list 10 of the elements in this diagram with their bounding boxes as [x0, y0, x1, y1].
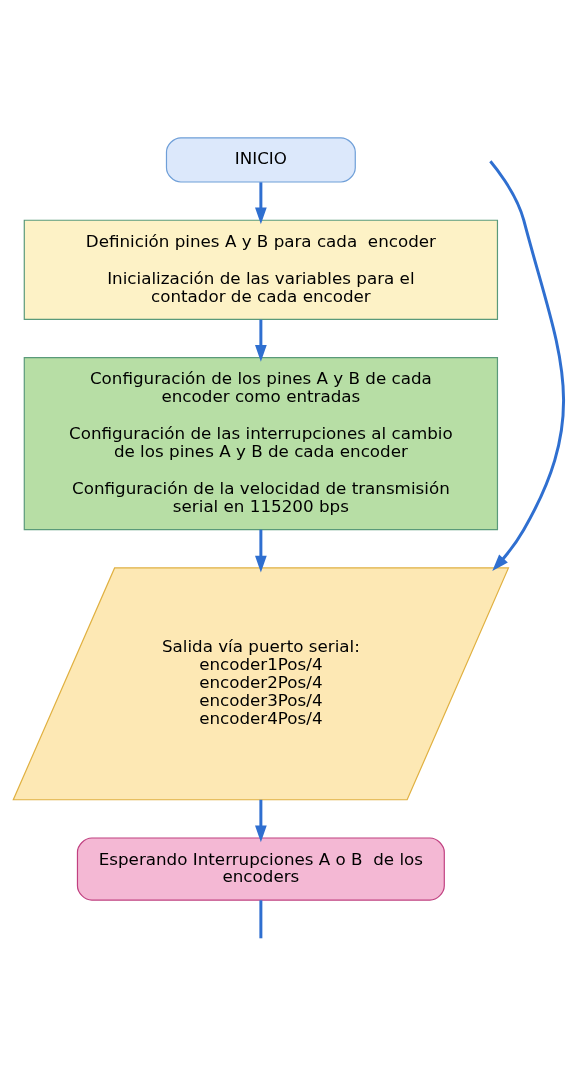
arrow: [255, 529, 267, 572]
arrow: [255, 799, 267, 842]
node-box: INICIO: [165, 136, 356, 183]
node-box: Esperando Interrupciones A o B de los encoders: [76, 836, 445, 901]
node-box: Definición pines A y B para cada encoder Inicialización de las variables para el contador de cada encoder: [23, 219, 499, 320]
arrow: [489, 159, 566, 571]
arrow: [255, 181, 267, 224]
arrow: [255, 319, 267, 362]
node-box: Configuración de los pines A y B de cada encoder como entradas Configuración de las interrupciones al cambio de los pines A y B de cada encoder Configuración de la velocidad de transmisión serial en 115200 bps: [23, 356, 499, 530]
connector: [259, 899, 263, 938]
